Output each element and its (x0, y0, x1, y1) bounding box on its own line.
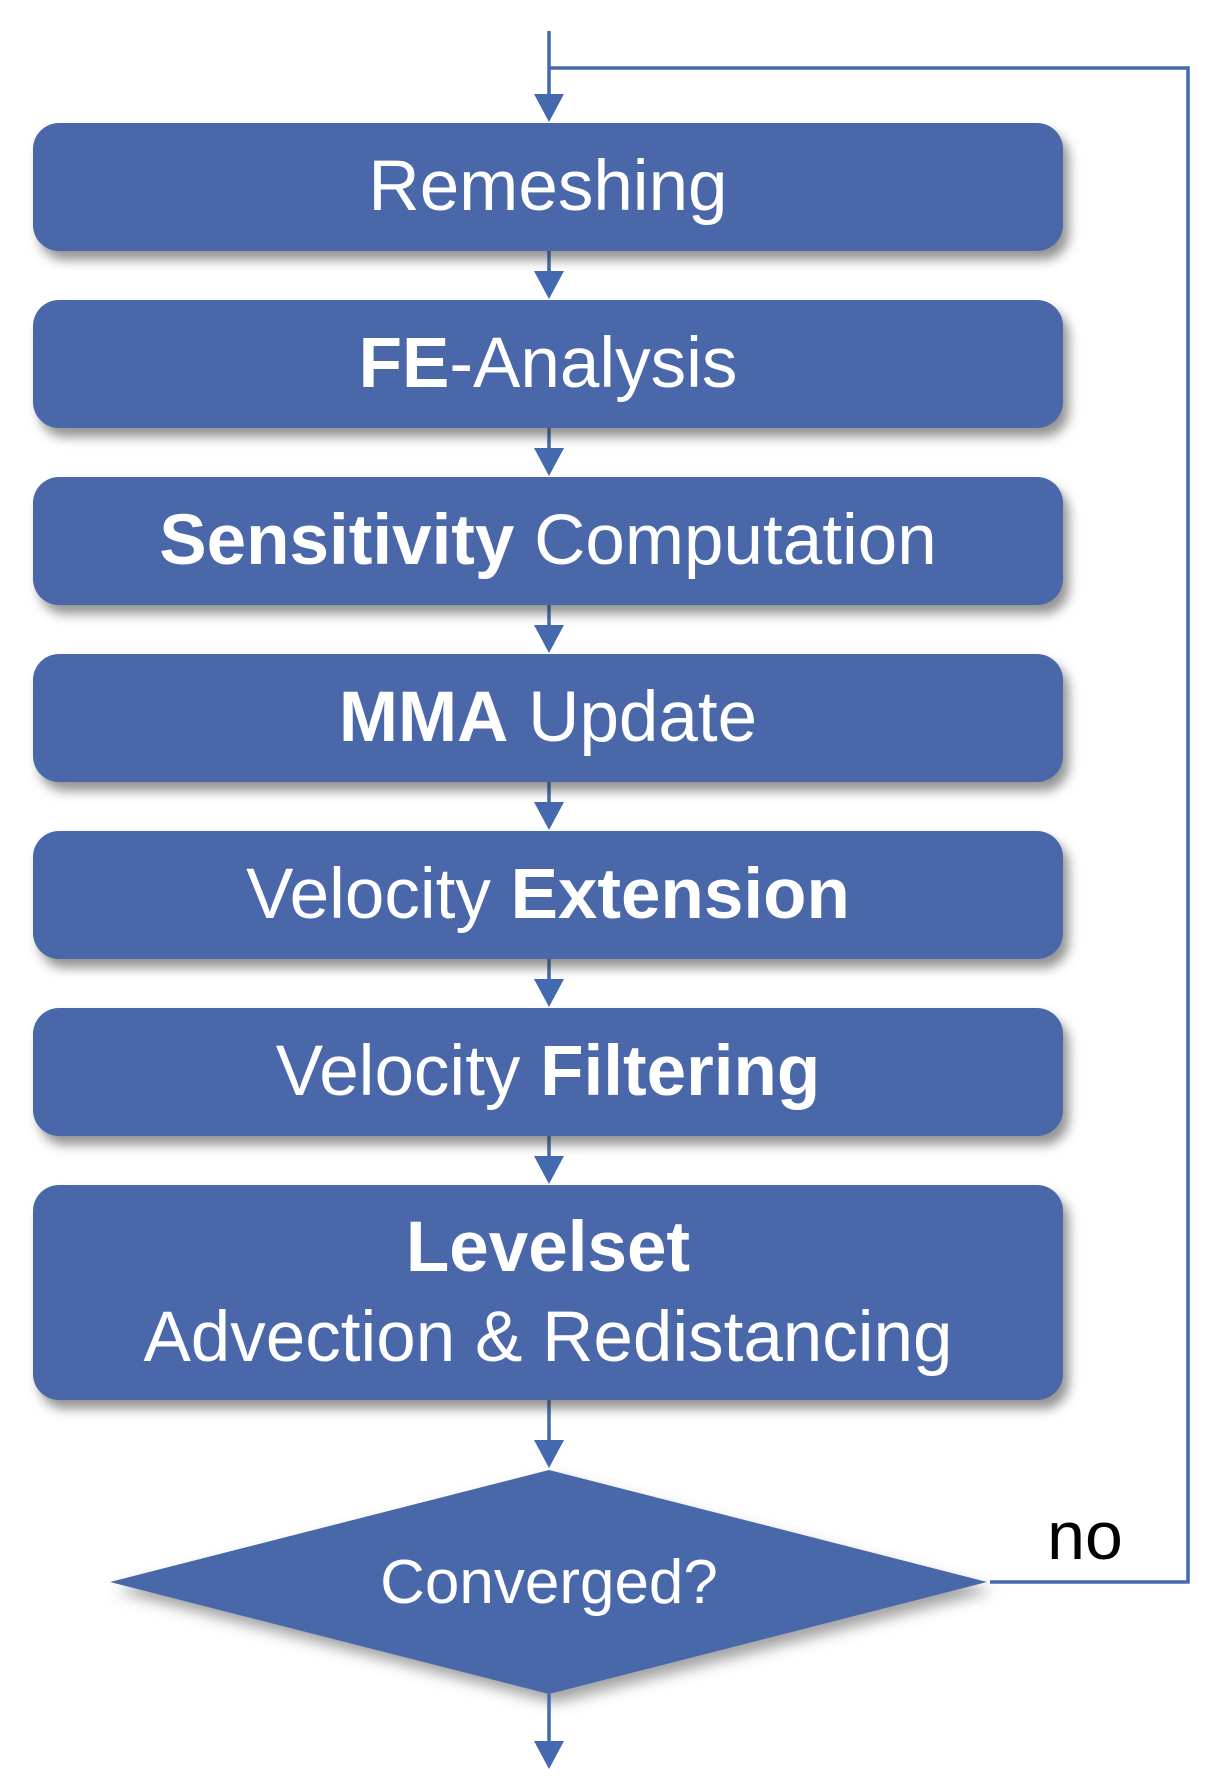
label-segment-regular: Computation (514, 500, 937, 580)
step-label: MMA Update (338, 677, 758, 757)
label-segment-regular: Remeshing (368, 146, 728, 226)
arrowhead-5 (534, 979, 564, 1007)
arrowhead-6 (534, 1156, 564, 1184)
label-segment-regular: Advection & Redistancing (143, 1297, 953, 1377)
label-segment-bold: FE (358, 323, 450, 403)
label-segment-regular: -Analysis (449, 323, 738, 403)
no-loop-path (549, 66, 1190, 1584)
step-box-sensitivity-computation: Sensitivity Computation (33, 477, 1063, 605)
arrowhead-2 (534, 448, 564, 476)
decision-label: Converged? (380, 1547, 718, 1617)
step-box-fe-analysis: FE-Analysis (33, 300, 1063, 428)
arrowhead-exit (534, 1741, 564, 1769)
arrowhead-entry (534, 94, 564, 122)
label-segment-bold: Levelset (405, 1207, 691, 1287)
arrowhead-1 (534, 271, 564, 299)
step-box-velocity-extension: Velocity Extension (33, 831, 1063, 959)
step-label: Remeshing (368, 146, 728, 226)
label-segment-regular: Velocity (246, 854, 511, 934)
step-label: Velocity Filtering (275, 1031, 821, 1111)
edge-label-no: no (1047, 1498, 1123, 1574)
arrowhead-7 (534, 1440, 564, 1468)
step-box-velocity-filtering: Velocity Filtering (33, 1008, 1063, 1136)
label-segment-bold: Filtering (540, 1031, 821, 1111)
step-box-remeshing: Remeshing (33, 123, 1063, 251)
arrowhead-3 (534, 625, 564, 653)
step-label: FE-Analysis (358, 323, 738, 403)
step-box-mma-update: MMA Update (33, 654, 1063, 782)
step-label: Sensitivity Computation (159, 500, 937, 580)
step-box-levelset: Levelset Advection & Redistancing (33, 1185, 1063, 1400)
decision-diamond-shape (110, 1470, 987, 1694)
arrowhead-4 (534, 802, 564, 830)
label-segment-regular: Update (508, 677, 758, 757)
step-label: Velocity Extension (246, 854, 850, 934)
label-segment-bold: Extension (510, 854, 850, 934)
label-segment-regular: Velocity (275, 1031, 541, 1111)
label-segment-bold: Sensitivity (159, 500, 515, 580)
label-segment-bold: MMA (338, 677, 509, 757)
